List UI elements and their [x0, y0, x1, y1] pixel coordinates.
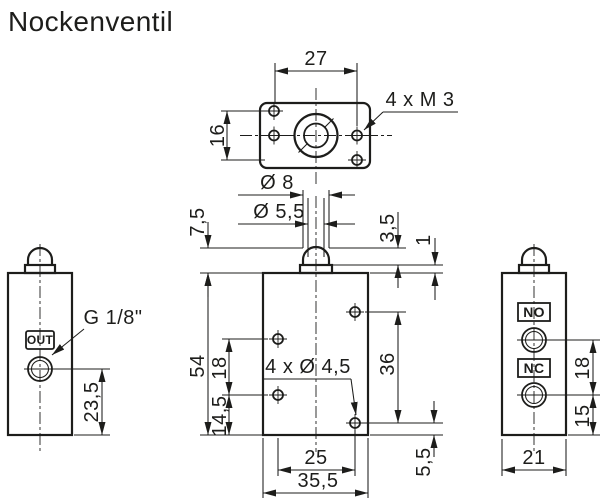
dim-label-25: 25: [304, 447, 327, 469]
dim-right-hole-bottom-5-5: 5,5: [370, 401, 443, 477]
dim-hole-cols-25: 25: [277, 430, 356, 476]
dim-label-18-right: 18: [572, 356, 594, 379]
nc-port-tag-label: NC: [524, 360, 545, 376]
plunger-dimensions: Ø 8 Ø 5,5 7,5 3,5 1: [187, 172, 443, 300]
page-title: Nockenventil: [8, 6, 173, 37]
mount-hole-mid-left: [265, 126, 283, 145]
dim-label-21: 21: [522, 447, 545, 469]
dim-port-spacing-18: 18: [548, 339, 600, 396]
dim-right-holes-36: 36: [363, 311, 443, 424]
hole-lower-left: [269, 386, 287, 404]
dim-left-holes-18: 18: [209, 338, 268, 396]
thread-note-label: G 1/8": [83, 307, 142, 329]
note-thread-m3: 4 x M 3: [363, 89, 458, 131]
dim-port-bottom-15: 15: [568, 395, 600, 436]
plunger-dome: [26, 246, 54, 265]
dim-label-235: 23,5: [81, 382, 103, 423]
nc-port: [517, 382, 551, 408]
dim-dia-5-5: Ø 5,5: [238, 201, 355, 228]
dim-label-16: 16: [207, 124, 229, 147]
dim-body-height-54: 54: [187, 273, 262, 436]
dim-label-15: 15: [572, 404, 594, 427]
body-outline: [261, 271, 370, 437]
no-port-tag-box: [517, 302, 551, 322]
dim-label-dia55: Ø 5,5: [253, 201, 304, 223]
dim-dia-8: Ø 8: [238, 172, 355, 199]
mount-hole-top-left: [265, 102, 283, 120]
dim-stroke-3-5: 3,5: [329, 212, 443, 288]
nc-port-tag-box: [517, 358, 551, 378]
dim-label-54: 54: [187, 354, 209, 377]
plunger-dome: [301, 245, 331, 265]
dim-hole-spacing-27: 27: [274, 48, 358, 126]
dim-plunger-height-7-5: 7,5: [187, 207, 303, 297]
dim-label-dia8: Ø 8: [260, 172, 294, 194]
thread-note-label: 4 x M 3: [385, 89, 454, 111]
top-view: 27 16 4 x M 3: [207, 48, 458, 184]
out-port-tag-label: OUT: [27, 333, 54, 347]
dim-label-36: 36: [377, 352, 399, 375]
flange-outline: [258, 101, 372, 170]
mount-hole-mid-right: [348, 126, 366, 145]
dim-label-1: 1: [413, 234, 435, 246]
out-port: [24, 356, 56, 382]
dim-label-75: 7,5: [187, 207, 209, 236]
mount-hole-bottom-right: [348, 151, 366, 169]
body-outline: [500, 271, 568, 437]
right-side-view: NO NC 18 15 21: [500, 244, 600, 476]
hole-bottom-right: [346, 414, 364, 432]
note-holes-4x45: 4 x Ø 4,5: [264, 356, 358, 416]
note-thread-g18: G 1/8": [51, 307, 142, 356]
dim-body-width-35-5: 35,5: [262, 438, 369, 498]
dim-label-35: 3,5: [377, 213, 399, 242]
dim-hole-spacing-16: 16: [207, 110, 265, 161]
plunger-dome: [520, 246, 548, 265]
hole-top-right: [346, 303, 364, 321]
body-outline: [6, 271, 74, 437]
hole-upper-left: [269, 330, 287, 348]
dim-left-hole-bottom-14-5: 14,5: [209, 395, 233, 437]
dim-label-145: 14,5: [209, 396, 231, 437]
dim-label-55: 5,5: [413, 447, 435, 476]
no-port-tag-label: NO: [523, 304, 545, 320]
dim-body-depth-21: 21: [501, 439, 567, 476]
dim-pretravel-1: 1: [370, 234, 443, 300]
center-bore-outer: [293, 112, 339, 159]
no-port: [517, 327, 551, 353]
dim-label-18-left: 18: [209, 356, 231, 379]
left-side-view: OUT G 1/8" 23,5: [6, 244, 142, 452]
holes-note-label: 4 x Ø 4,5: [265, 356, 351, 378]
out-port-tag-box: [25, 330, 55, 350]
front-view: 54 18 14,5 36 4 x Ø 4,5 25: [187, 196, 443, 498]
dim-label-355: 35,5: [298, 470, 339, 492]
dim-label-27: 27: [304, 48, 327, 70]
center-bore-inner: [303, 122, 329, 149]
dim-port-height-23-5: 23,5: [56, 368, 110, 436]
